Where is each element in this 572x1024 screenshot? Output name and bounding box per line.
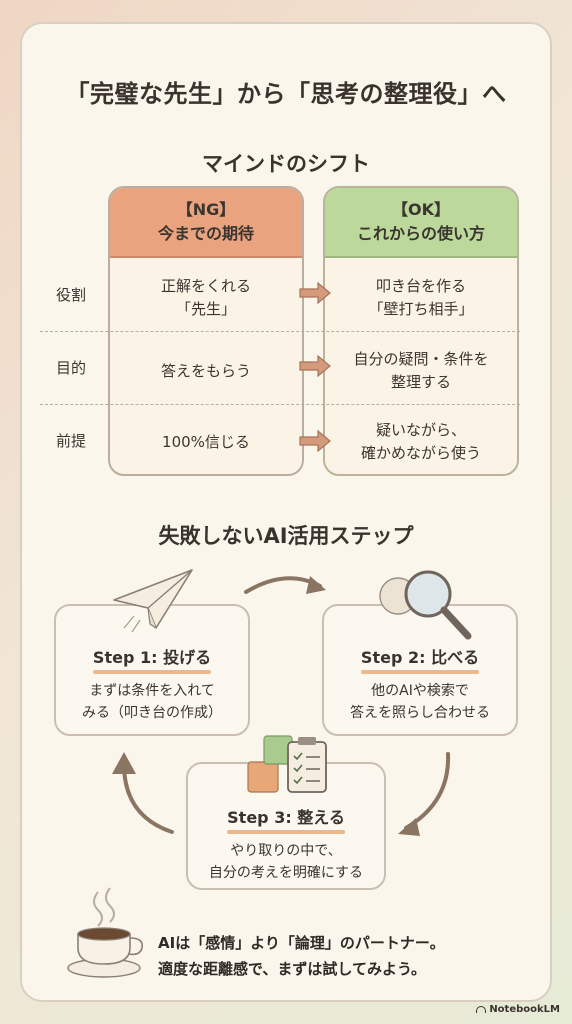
row-divider — [40, 331, 520, 332]
row-label-role: 役割 — [56, 286, 87, 304]
ng-column-header: 【NG】 今までの期待 — [110, 188, 302, 258]
step-2-card: Step 2: 比べる 他のAIや検索で 答えを照らし合わせる — [322, 604, 518, 736]
curved-arrow-icon — [112, 752, 174, 834]
coffee-cup-icon — [67, 887, 144, 978]
steps-heading: 失敗しないAI活用ステップ — [158, 524, 414, 548]
ok-cell-role-line2: 「壁打ち相手」 — [368, 300, 474, 318]
ng-cell-premise: 100%信じる — [110, 408, 302, 474]
step-3-body-line1: やり取りの中で、 — [230, 843, 342, 859]
arrow-right-icon — [299, 281, 331, 305]
ng-cell-role-line1: 正解をくれる — [160, 277, 251, 295]
brand-text: NotebookLM — [489, 1004, 560, 1015]
step-1-title: Step 1: 投げる — [92, 648, 212, 667]
ng-column: 【NG】 今までの期待 正解をくれる 「先生」 答えをもらう 100%信じる — [108, 186, 304, 476]
footer-line1: AIは「感情」より「論理」のパートナー。 — [158, 934, 445, 952]
magnifier-icon — [379, 570, 472, 640]
ok-cell-premise-line2: 確かめながら使う — [360, 444, 481, 462]
ok-header-label: これからの使い方 — [356, 224, 485, 243]
arrow-right-icon — [299, 429, 331, 453]
step-3-title: Step 3: 整える — [227, 808, 345, 827]
ng-header-tag: 【NG】 — [176, 200, 236, 219]
step-2-title: Step 2: 比べる — [360, 648, 480, 667]
row-label-purpose: 目的 — [56, 359, 87, 377]
row-divider — [40, 404, 520, 405]
ok-cell-role: 叩き台を作る 「壁打ち相手」 — [325, 262, 517, 334]
ok-cell-purpose-line2: 整理する — [390, 373, 451, 391]
curved-arrow-icon — [244, 576, 326, 594]
ok-header-tag: 【OK】 — [391, 200, 450, 219]
step-1-body-line1: まずは条件を入れて — [89, 683, 215, 699]
step-2-body-line2: 答えを照らし合わせる — [350, 705, 490, 721]
ng-cell-role-line2: 「先生」 — [175, 300, 236, 318]
footer-message: AIは「感情」より「論理」のパートナー。 適度な距離感で、まずは試してみよう。 — [158, 930, 445, 982]
step-3-underline — [227, 830, 345, 834]
ok-cell-premise-line1: 疑いながら、 — [375, 421, 466, 439]
step-2-body-line1: 他のAIや検索で — [371, 683, 469, 699]
ok-cell-role-line1: 叩き台を作る — [375, 277, 466, 295]
page-title: 「完璧な先生」から「思考の整理役」へ — [65, 80, 507, 108]
step-1-body: まずは条件を入れて みる（叩き台の作成） — [56, 680, 248, 724]
ng-cell-role: 正解をくれる 「先生」 — [110, 262, 302, 334]
brand-label: NotebookLM — [476, 1004, 560, 1015]
row-label-premise: 前提 — [56, 432, 87, 450]
ng-cell-premise-line1: 100%信じる — [162, 432, 250, 451]
arrow-right-icon — [299, 354, 331, 378]
step-1-card: Step 1: 投げる まずは条件を入れて みる（叩き台の作成） — [54, 604, 250, 736]
blocks-clipboard-icon — [247, 735, 327, 793]
ng-cell-purpose: 答えをもらう — [110, 336, 302, 406]
step-1-body-line2: みる（叩き台の作成） — [82, 705, 222, 721]
step-2-body: 他のAIや検索で 答えを照らし合わせる — [324, 680, 516, 724]
step-1-underline — [93, 670, 211, 674]
ok-cell-premise: 疑いながら、 確かめながら使う — [325, 408, 517, 474]
mind-shift-heading: マインドのシフト — [202, 152, 370, 176]
step-3-body: やり取りの中で、 自分の考えを明確にする — [188, 840, 384, 884]
ok-cell-purpose-line1: 自分の疑問・条件を — [353, 350, 489, 368]
footer-line2: 適度な距離感で、まずは試してみよう。 — [158, 960, 427, 978]
ng-header-label: 今までの期待 — [157, 224, 254, 243]
step-3-body-line2: 自分の考えを明確にする — [208, 865, 364, 881]
step-2-underline — [361, 670, 479, 674]
step-3-card: Step 3: 整える やり取りの中で、 自分の考えを明確にする — [186, 762, 386, 890]
ok-column-header: 【OK】 これからの使い方 — [325, 188, 517, 258]
paper-plane-icon — [113, 569, 193, 633]
ng-cell-purpose-line1: 答えをもらう — [160, 361, 251, 380]
ok-cell-purpose: 自分の疑問・条件を 整理する — [325, 336, 517, 406]
brand-logo-icon — [476, 1005, 487, 1013]
curved-arrow-icon — [398, 752, 451, 836]
